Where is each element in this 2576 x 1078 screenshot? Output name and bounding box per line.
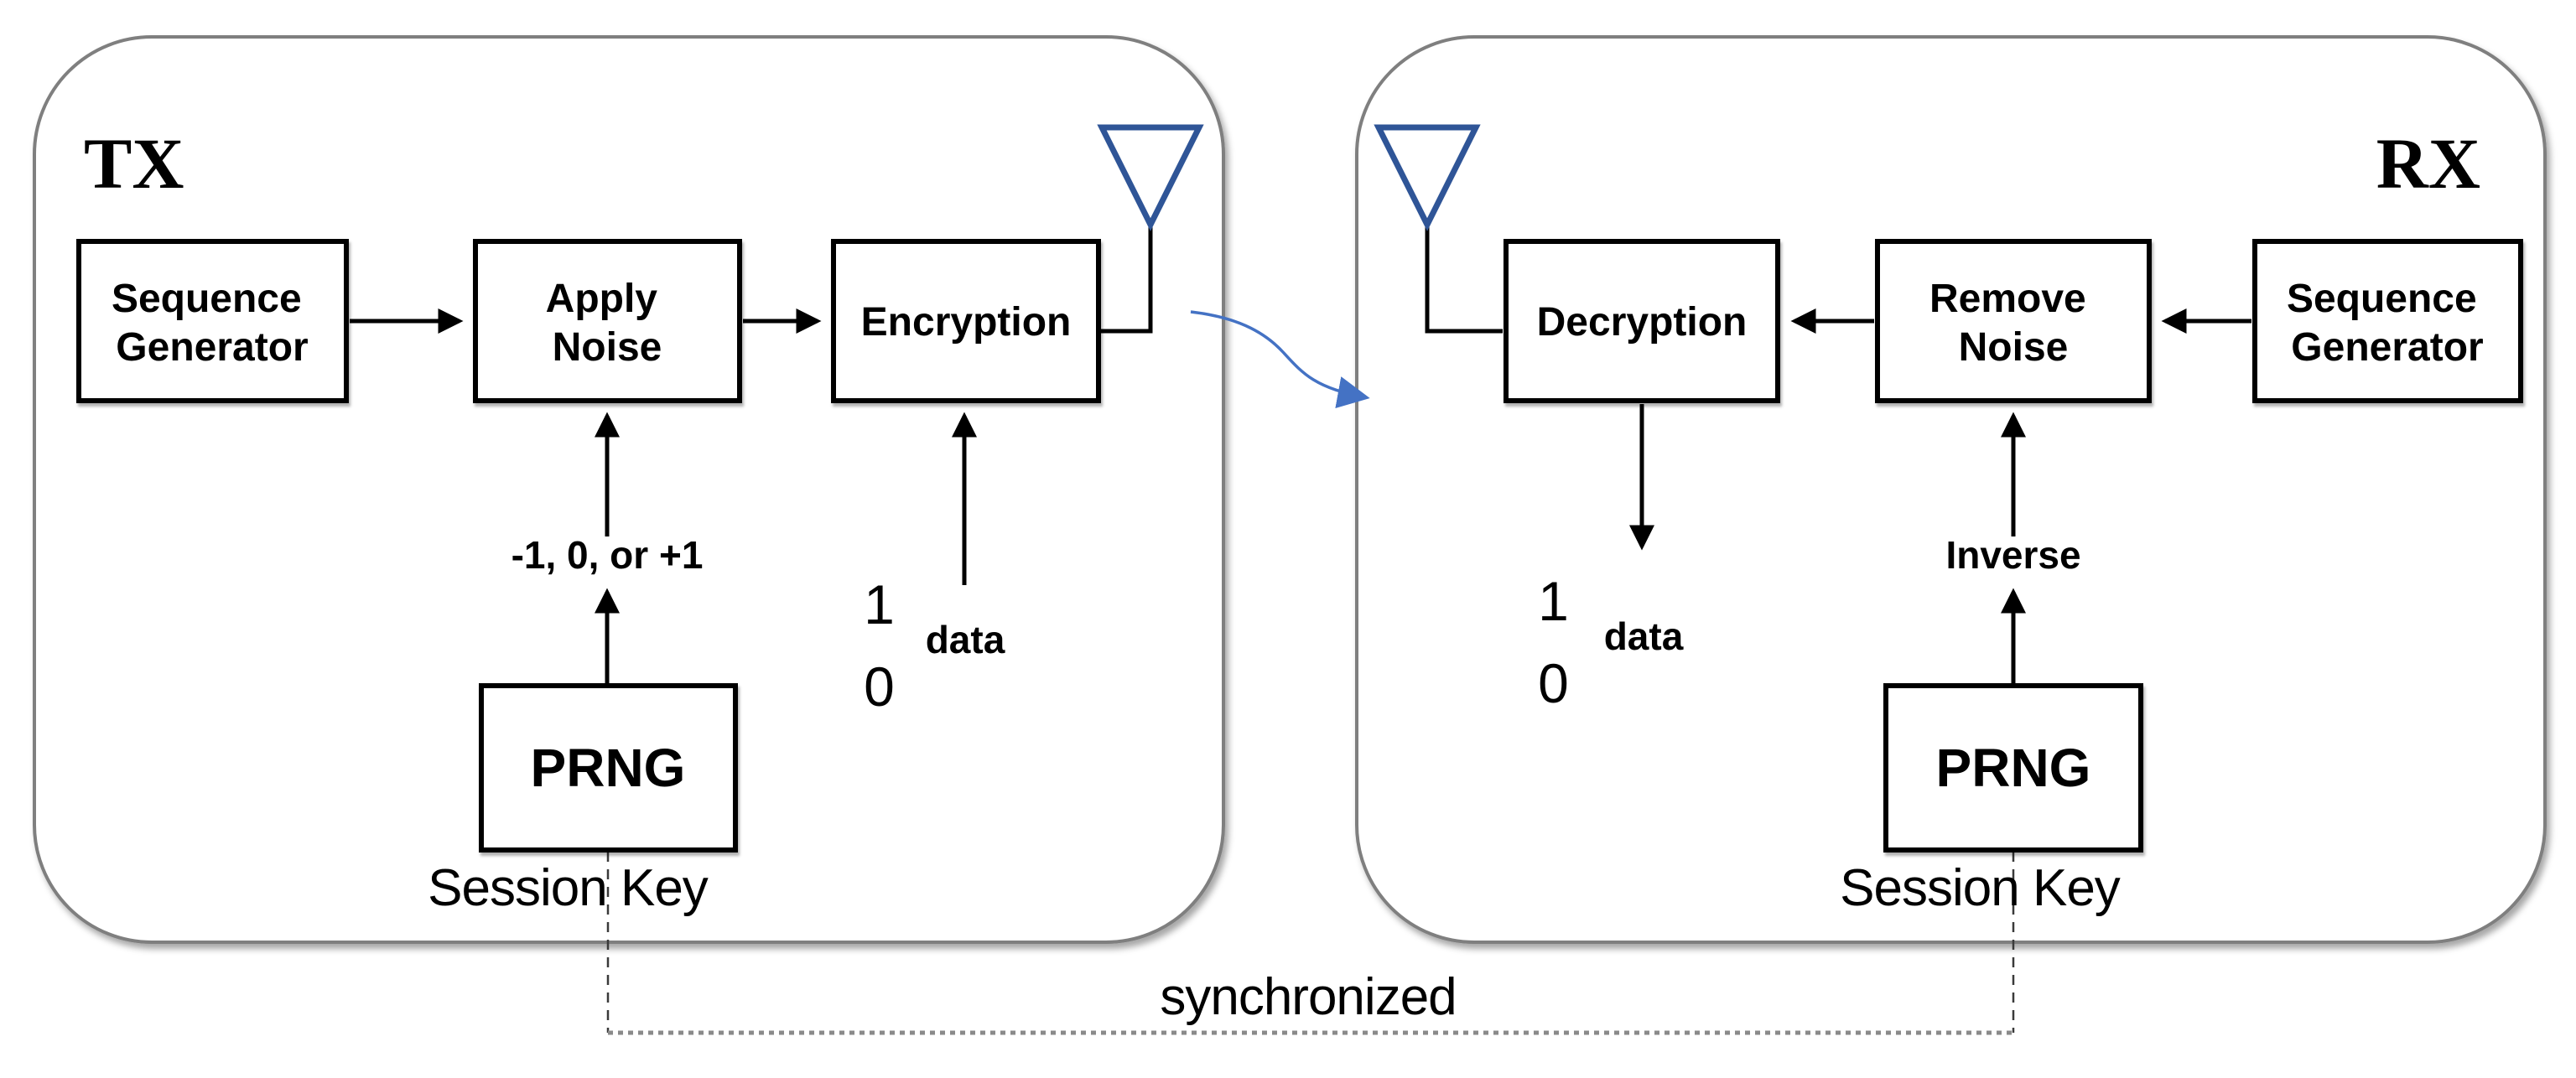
tx-antenna-feed-line <box>1100 226 1153 334</box>
rx-sequence-generator-label: Sequence Generator <box>2287 277 2488 370</box>
rx-data-bit-0: 0 <box>1538 652 1568 714</box>
rx-session-key-label: Session Key <box>1840 859 2121 917</box>
tx-sequence-generator-label: Sequence Generator <box>112 277 313 370</box>
tx-noise-values-label: -1, 0, or +1 <box>512 533 704 577</box>
tx-data-bit-1: 1 <box>864 573 894 635</box>
rx-antenna-feed-line <box>1425 226 1503 334</box>
tx-prng-box <box>479 683 738 853</box>
rx-inverse-label: Inverse <box>1945 533 2080 577</box>
tx-session-key-label: Session Key <box>428 859 709 917</box>
tx-data-label: data <box>926 618 1005 661</box>
tx-panel-label: TX <box>84 123 184 204</box>
rx-prng-label: PRNG <box>1936 738 2091 798</box>
rx-data-label: data <box>1604 614 1684 658</box>
tx-prng-label: PRNG <box>531 738 686 798</box>
synchronized-label: synchronized <box>1160 968 1456 1026</box>
tx-apply-noise-box <box>473 239 742 403</box>
rx-remove-noise-box <box>1875 239 2152 403</box>
tx-encryption-label: Encryption <box>861 300 1072 345</box>
rx-decryption-box <box>1504 239 1780 403</box>
tx-antenna-icon <box>1097 124 1204 231</box>
tx-data-bit-0: 0 <box>864 656 894 718</box>
rx-antenna-icon <box>1374 124 1481 231</box>
rx-decryption-label: Decryption <box>1537 300 1748 345</box>
tx-apply-noise-label: Apply Noise <box>546 277 669 370</box>
rx-panel-label: RX <box>2376 123 2480 204</box>
rx-sequence-generator-box <box>2252 239 2523 403</box>
channel-wave-arrow-icon <box>1190 310 1370 409</box>
rx-remove-noise-label: Remove Noise <box>1929 277 2097 370</box>
rx-data-bit-1: 1 <box>1538 570 1568 632</box>
rx-prng-box <box>1883 683 2143 853</box>
tx-sequence-generator-box <box>76 239 349 403</box>
tx-encryption-box <box>831 239 1101 403</box>
